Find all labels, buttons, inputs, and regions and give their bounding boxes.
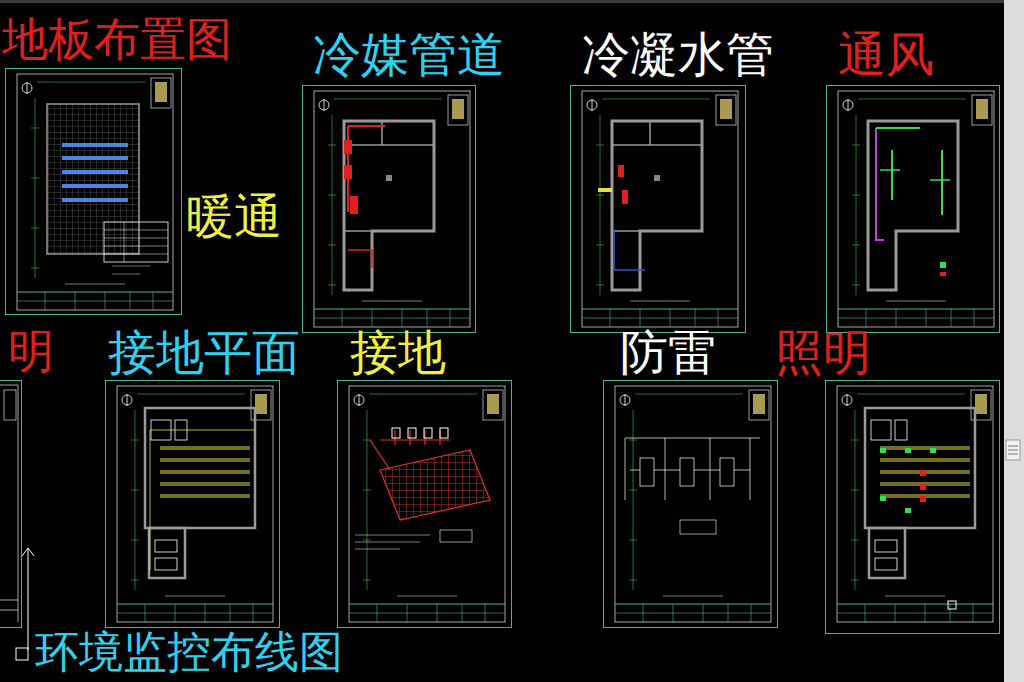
sheet-title: 冷凝水管: [582, 28, 774, 81]
sheet-frame: [302, 85, 476, 333]
sheet-title: 明: [8, 326, 54, 377]
sheet-frame: [570, 85, 746, 333]
drawing-sheet: 地板布置图: [2, 14, 234, 315]
drawing-sheet: 冷媒管道: [302, 28, 507, 333]
sheet-title: 接地平面: [108, 326, 300, 379]
drawing-sheet: 照明: [775, 326, 1000, 634]
drawing-sheet: 接地平面: [105, 326, 302, 628]
sheet-frame: [5, 68, 182, 315]
drawing-sheet: 防雷: [603, 326, 778, 628]
drawing-sheet: 接地: [337, 326, 512, 628]
sheet-frame: [825, 380, 1000, 634]
sheet-frame: [603, 380, 778, 628]
drawing-sheet: 冷凝水管: [570, 28, 776, 333]
sheet-frame: [337, 380, 512, 628]
sheet-frame: [105, 380, 280, 628]
drawing-sheet: 通风: [826, 28, 1000, 333]
sheet-title: 地板布置图: [2, 14, 232, 65]
sheet-title: 照明: [775, 326, 871, 379]
sheet-title: 冷媒管道: [313, 28, 505, 81]
sheet-title: 通风: [838, 28, 934, 81]
system-label: 环境监控布线图: [35, 628, 343, 676]
sheet-frame: [0, 380, 22, 628]
sheet-frame: [826, 85, 1000, 333]
drawing-sheet: 明: [0, 326, 56, 628]
sheet-title: 接地: [350, 326, 446, 379]
system-label: 暖通: [186, 190, 282, 243]
sheet-title: 防雷: [620, 326, 716, 379]
